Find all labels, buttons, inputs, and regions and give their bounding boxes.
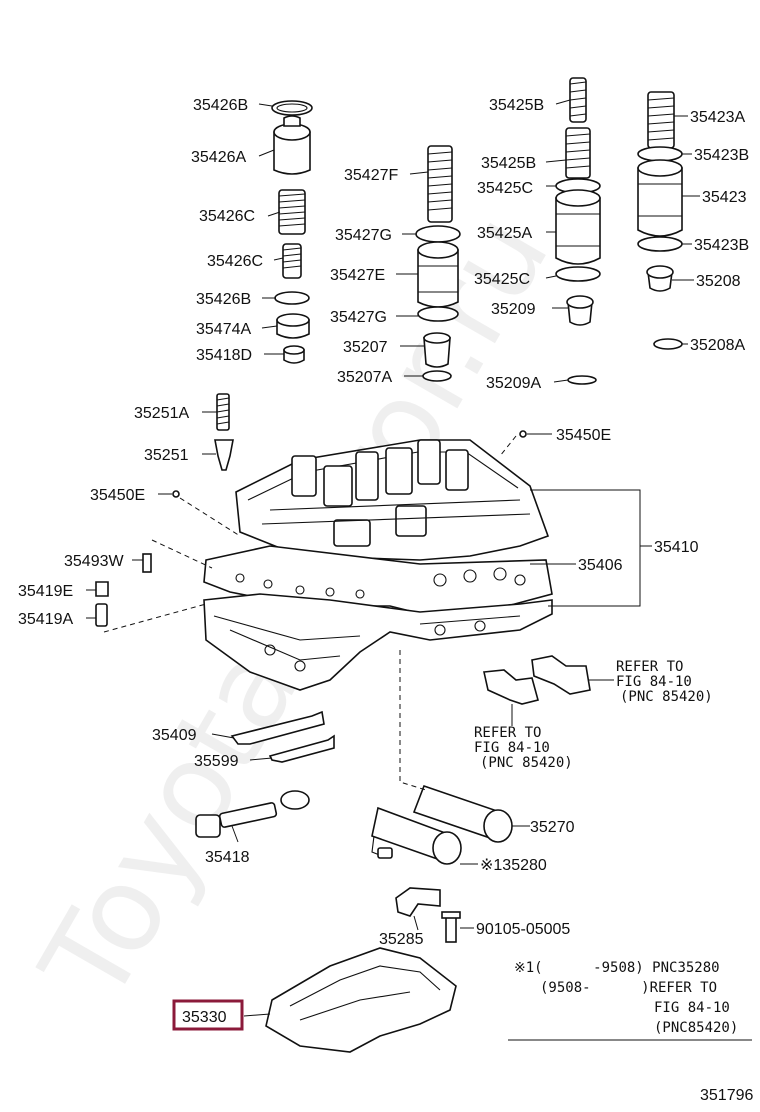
footnote-line4: (PNC85420) — [654, 1020, 738, 1036]
label-35427G: 35427G — [335, 227, 392, 244]
label-35427E: 35427E — [330, 267, 385, 284]
accumulator-35423-stack — [637, 91, 683, 350]
clamp-35285 — [395, 887, 461, 943]
label-35426A: 35426A — [191, 149, 246, 166]
refer-mid: REFER TO FIG 84-10 (PNC 85420) — [474, 725, 573, 771]
label-35406: 35406 — [578, 557, 623, 574]
label-35419A: 35419A — [18, 611, 73, 628]
label-35427F: 35427F — [344, 167, 398, 184]
label-35419E: 35419E — [18, 583, 73, 600]
label-35423A: 35423A — [690, 109, 745, 126]
label-35209: 35209 — [491, 301, 536, 318]
label-35426C-2: 35426C — [207, 253, 263, 270]
label-35208A: 35208A — [690, 337, 745, 354]
refer-right-line2: FIG 84-10 — [616, 674, 692, 690]
label-35209A: 35209A — [486, 375, 541, 392]
label-90105-05005: 90105-05005 — [476, 921, 570, 938]
label-35207A: 35207A — [337, 369, 392, 386]
footnote-line3: FIG 84-10 — [654, 1000, 730, 1016]
footnote: ※1( -9508) PNC35280 (9508- )REFER TO FIG… — [514, 960, 738, 1036]
label-135280: ※135280 — [480, 857, 547, 874]
label-35207: 35207 — [343, 339, 388, 356]
label-35208: 35208 — [696, 273, 741, 290]
label-35450E: 35450E — [90, 487, 145, 504]
label-35450E-2: 35450E — [556, 427, 611, 444]
dashed-lines — [103, 435, 517, 791]
label-35493W: 35493W — [64, 553, 124, 570]
label-35426B: 35426B — [193, 97, 248, 114]
label-35425B-2: 35425B — [481, 155, 536, 172]
footnote-line1: ※1( -9508) PNC35280 — [514, 960, 720, 976]
label-35474A: 35474A — [196, 321, 251, 338]
lower-valve-body — [203, 593, 553, 691]
label-35599: 35599 — [194, 753, 239, 770]
refer-mid-line2: FIG 84-10 — [474, 740, 550, 756]
label-35423B-2: 35423B — [694, 237, 749, 254]
accumulator-35425-stack — [555, 77, 601, 385]
label-35285: 35285 — [379, 931, 424, 948]
accumulator-35426-stack — [271, 100, 313, 364]
label-35270: 35270 — [530, 819, 575, 836]
detent-springs — [230, 710, 335, 763]
label-35410: 35410 — [654, 539, 699, 556]
label-35425C-2: 35425C — [474, 271, 530, 288]
label-35426C: 35426C — [199, 208, 255, 225]
label-35418D: 35418D — [196, 347, 252, 364]
refer-right: REFER TO FIG 84-10 (PNC 85420) — [616, 659, 713, 705]
leader-lines — [86, 99, 752, 1041]
label-35425A: 35425A — [477, 225, 532, 242]
label-35425B: 35425B — [489, 97, 544, 114]
label-35251A: 35251A — [134, 405, 189, 422]
valve-35418 — [195, 790, 310, 838]
solenoid-35270-35280 — [371, 784, 513, 865]
accumulator-35427-stack — [415, 145, 461, 382]
diagram-id: 351796 — [700, 1087, 753, 1104]
label-35426B-2: 35426B — [196, 291, 251, 308]
refer-mid-line3: (PNC 85420) — [480, 755, 573, 771]
label-35425C: 35425C — [477, 180, 533, 197]
label-35418: 35418 — [205, 849, 250, 866]
solenoids-refer — [483, 655, 591, 705]
oil-strainer-35330 — [265, 947, 457, 1053]
label-35427G-2: 35427G — [330, 309, 387, 326]
refer-mid-line1: REFER TO — [474, 725, 541, 741]
upper-valve-body — [235, 439, 550, 561]
refer-right-line1: REFER TO — [616, 659, 683, 675]
label-35423: 35423 — [702, 189, 747, 206]
small-parts-left — [95, 393, 527, 627]
label-35330-highlight — [172, 999, 244, 1031]
label-35330[interactable]: 35330 — [182, 1009, 227, 1026]
label-35409: 35409 — [152, 727, 197, 744]
part-labels: 35426B 35426A 35426C 35426C 35426B 35474… — [18, 97, 749, 1031]
refer-right-line3: (PNC 85420) — [620, 689, 713, 705]
footnote-line2: (9508- )REFER TO — [540, 980, 717, 996]
label-35423B: 35423B — [694, 147, 749, 164]
label-35251: 35251 — [144, 447, 189, 464]
